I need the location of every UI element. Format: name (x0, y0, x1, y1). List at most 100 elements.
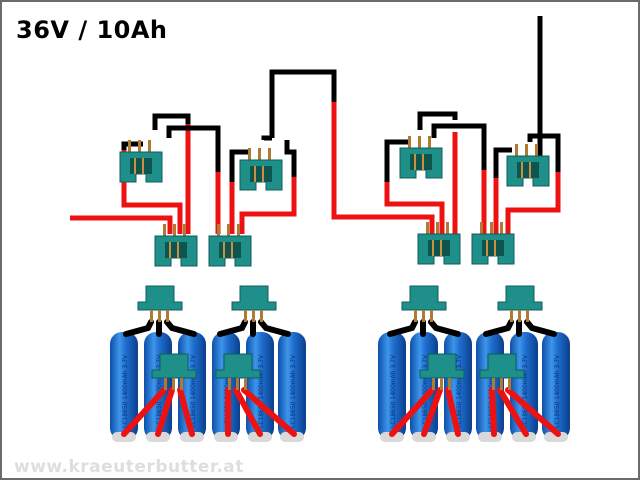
pin (508, 378, 511, 390)
pin (244, 310, 247, 322)
pin (252, 310, 255, 322)
connector-body (479, 353, 525, 379)
cell-wires (121, 319, 561, 437)
pin (138, 140, 141, 154)
positive-wire (384, 182, 445, 234)
connector-upper-right-1 (399, 136, 443, 179)
pin (414, 310, 417, 322)
pin (440, 378, 443, 390)
pin (518, 310, 521, 322)
pin (134, 158, 136, 174)
connector-body (137, 285, 183, 311)
pin (177, 242, 179, 258)
connector-socket (482, 240, 504, 256)
positive-wire (445, 387, 461, 437)
pin (432, 378, 435, 390)
positive-wire (241, 387, 297, 437)
pin (258, 148, 261, 162)
negative-wire (261, 135, 272, 141)
pin (422, 154, 424, 170)
pin (446, 222, 449, 236)
negative-wire (121, 141, 143, 150)
connector-mid-right-1 (417, 222, 461, 265)
negative-wire (431, 123, 487, 170)
pin (158, 310, 161, 322)
battery-cell: LC18650 1400mAh 3.7V (542, 332, 570, 442)
negative-wire (527, 133, 561, 172)
cell-label: LC18650 1400mAh 3.7V (456, 354, 463, 428)
footer-url: www.kraeuterbutter.at (14, 457, 244, 477)
pin (521, 162, 523, 178)
pin (529, 162, 531, 178)
positive-wire (505, 387, 561, 437)
pin (262, 166, 264, 182)
negative-wire (217, 319, 248, 337)
connector-body (215, 353, 261, 379)
battery-cell: LC18650 1400mAh 3.7V (246, 332, 274, 442)
pin (172, 378, 175, 390)
pin (236, 378, 239, 390)
pin (480, 222, 483, 236)
cell-terminal (112, 432, 136, 442)
pin (448, 378, 451, 390)
negative-wire (284, 140, 297, 177)
pin (166, 310, 169, 322)
connector-socket (410, 154, 432, 170)
connector-body (497, 285, 543, 311)
positive-wire (389, 387, 435, 437)
pin (248, 148, 251, 162)
negative-wire (428, 319, 461, 337)
pin (142, 158, 144, 174)
wires (70, 16, 561, 234)
negative-wire (493, 147, 512, 178)
negative-wire (229, 149, 250, 182)
connector-balance-bottom (215, 353, 261, 390)
connector-balance-bottom (151, 353, 197, 390)
connector-socket (165, 242, 187, 258)
positive-wire (489, 387, 497, 437)
cell-label: LC18650 1400mAh 3.7V (258, 354, 265, 428)
connector-upper-left-1 (119, 140, 163, 183)
negative-wire (387, 319, 418, 337)
diagram-title: 36V / 10Ah (16, 16, 168, 44)
pin (515, 144, 518, 158)
pin (223, 242, 225, 258)
pin (150, 310, 153, 322)
pin (510, 310, 513, 322)
pin (426, 222, 429, 236)
connector-balance-top (497, 285, 543, 322)
negative-wire (166, 125, 221, 172)
connector-socket (219, 242, 241, 258)
pin (486, 240, 488, 256)
pin (227, 224, 230, 238)
pin (490, 222, 493, 236)
pin (422, 310, 425, 322)
connector-socket (130, 158, 152, 174)
negative-wire (164, 319, 197, 337)
cell-label: LC18650 1400mAh 3.7V (422, 354, 429, 428)
positive-wire (421, 387, 443, 437)
pin (500, 378, 503, 390)
cell-body (110, 332, 138, 440)
cell-terminal (512, 432, 536, 442)
battery-cell: LC18650 1400mAh 3.7V (476, 332, 504, 442)
negative-wire (384, 139, 408, 182)
cell-label: LC18650 1400mAh 3.7V (122, 354, 129, 428)
pin (428, 136, 431, 150)
connector-body (419, 353, 465, 379)
pin (128, 140, 131, 154)
pin (180, 378, 183, 390)
pin (148, 140, 151, 154)
connector-balance-bottom (479, 353, 525, 390)
positive-wire (497, 387, 529, 437)
connector-balance-bottom (419, 353, 465, 390)
connector-mid-right-2 (471, 222, 515, 265)
pin (164, 378, 167, 390)
cell-terminal (544, 432, 568, 442)
pin (228, 378, 231, 390)
negative-wire (269, 69, 337, 138)
negative-wire (417, 111, 458, 130)
positive-wire (155, 387, 175, 437)
positive-wire (239, 177, 297, 234)
